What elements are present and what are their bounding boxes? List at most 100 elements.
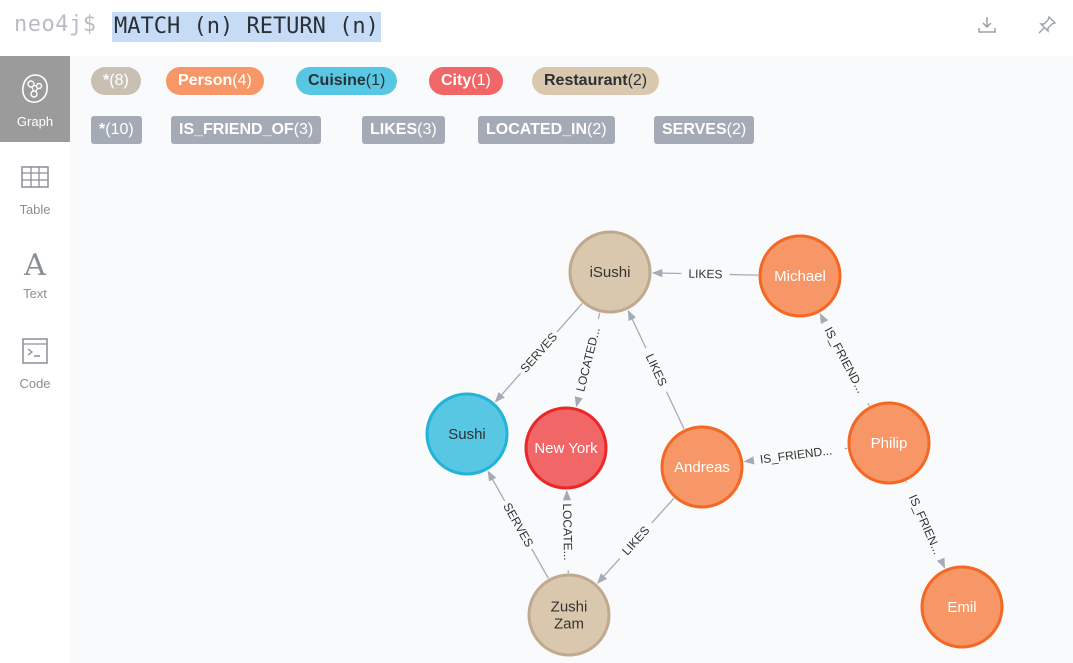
node-circle[interactable]: [524, 406, 608, 490]
view-sidebar: Graph Table A Text Code: [0, 56, 70, 663]
pill-count: (8): [109, 72, 129, 89]
rel-count: (10): [105, 121, 134, 138]
node-label-cuisine[interactable]: Cuisine(1): [296, 67, 398, 95]
edge-line[interactable]: [597, 312, 601, 319]
pill-count: (2): [627, 72, 648, 89]
node-circle[interactable]: [758, 234, 842, 318]
graph-node-emil[interactable]: Emil: [920, 565, 1004, 649]
graph-edge[interactable]: LIKES: [651, 267, 759, 282]
edge-line[interactable]: [556, 303, 583, 333]
edge-label: IS_FRIEND...: [821, 325, 868, 396]
rel-name: LOCATED_IN: [486, 121, 588, 138]
edge-label: LIKES: [688, 267, 722, 282]
graph-edge[interactable]: LOCATED...: [573, 312, 603, 408]
graph-edge[interactable]: LIKES: [597, 497, 675, 584]
edge-arrow[interactable]: [627, 309, 647, 349]
sidebar-item-label: Table: [19, 202, 51, 217]
query-text[interactable]: MATCH (n) RETURN (n): [112, 12, 381, 42]
edge-line[interactable]: [867, 403, 870, 407]
node-circle[interactable]: [527, 573, 611, 657]
pill-name: City: [441, 72, 472, 89]
sidebar-item-code[interactable]: Code: [0, 328, 70, 414]
edge-arrow[interactable]: [651, 268, 682, 278]
pin-icon[interactable]: [1036, 14, 1058, 36]
edge-line[interactable]: [905, 481, 908, 484]
sidebar-item-label: Code: [19, 376, 51, 391]
rel-type-is-friend-of[interactable]: IS_FRIEND_OF(3): [171, 116, 322, 144]
edge-line[interactable]: [729, 273, 759, 276]
rel-name: IS_FRIEND_OF: [179, 121, 294, 138]
rel-type-likes[interactable]: LIKES(3): [362, 116, 445, 144]
graph-edge[interactable]: LIKES: [627, 309, 685, 430]
node-caption: New York: [534, 440, 598, 457]
graph-node-newyork[interactable]: New York: [524, 406, 608, 490]
node-circle[interactable]: [847, 401, 931, 485]
node-caption: Philip: [871, 435, 908, 452]
node-label-restaurant[interactable]: Restaurant(2): [532, 67, 660, 95]
edge-label: LIKES: [619, 523, 652, 558]
rel-type-all[interactable]: *(10): [91, 116, 142, 144]
rel-count: (3): [293, 121, 314, 138]
rel-count: (2): [726, 121, 747, 138]
sidebar-item-label: Graph: [16, 114, 54, 129]
graph-edge[interactable]: LOCATE...: [560, 489, 575, 574]
text-icon: A: [23, 248, 46, 280]
edge-arrow[interactable]: [494, 372, 522, 403]
edge-label: IS_FRIEND...: [759, 443, 833, 466]
graph-edge[interactable]: SERVES: [487, 470, 549, 579]
node-circle[interactable]: [568, 230, 652, 314]
node-label-person[interactable]: Person(4): [166, 67, 264, 95]
download-icon[interactable]: [976, 14, 998, 36]
edge-arrow[interactable]: [936, 557, 946, 569]
edge-arrow[interactable]: [819, 313, 829, 325]
sidebar-item-text[interactable]: A Text: [0, 240, 70, 326]
rel-type-located-in[interactable]: LOCATED_IN(2): [478, 116, 615, 144]
edge-line[interactable]: [651, 497, 675, 524]
editor-bar: neo4j$ MATCH (n) RETURN (n): [0, 0, 1073, 56]
pill-count: (1): [471, 72, 491, 89]
edge-label: LOCATED...: [573, 326, 603, 393]
pill-name: Restaurant: [544, 72, 628, 89]
pill-name: Person: [178, 72, 233, 89]
node-label-city[interactable]: City(1): [429, 67, 503, 95]
edge-label: SERVES: [518, 330, 561, 376]
graph-edge[interactable]: SERVES: [494, 303, 583, 403]
rel-type-serves[interactable]: SERVES(2): [654, 116, 755, 144]
edge-line[interactable]: [531, 548, 549, 579]
node-circle[interactable]: [920, 565, 1004, 649]
node-circle[interactable]: [660, 425, 744, 509]
node-circle[interactable]: [425, 392, 509, 476]
graph-edge[interactable]: IS_FRIEND...: [743, 443, 848, 467]
edge-arrow[interactable]: [597, 558, 621, 584]
node-caption: Sushi: [448, 426, 486, 443]
rel-name: LIKES: [370, 121, 418, 138]
pill-count: (1): [365, 72, 386, 89]
graph-node-sushi[interactable]: Sushi: [425, 392, 509, 476]
pill-name: *: [103, 72, 110, 89]
graph-edge[interactable]: IS_FRIEND...: [819, 313, 870, 407]
edge-label: IS_FRIEN...: [906, 492, 945, 556]
node-label-all[interactable]: *(8): [91, 67, 141, 95]
sidebar-item-table[interactable]: Table: [0, 152, 70, 238]
rel-name: *: [99, 121, 106, 138]
graph-node-isushi[interactable]: iSushi: [568, 230, 652, 314]
pill-count: (4): [232, 72, 252, 89]
graph-node-philip[interactable]: Philip: [847, 401, 931, 485]
edge-line[interactable]: [665, 391, 685, 430]
node-caption: Zushi: [551, 599, 588, 616]
graph-node-michael[interactable]: Michael: [758, 234, 842, 318]
node-caption: Michael: [774, 268, 826, 285]
edge-arrow[interactable]: [487, 470, 506, 502]
edge-arrow[interactable]: [574, 396, 583, 408]
node-caption: Zam: [554, 616, 584, 633]
svg-text:A: A: [23, 248, 46, 280]
sidebar-item-label: Text: [23, 286, 47, 301]
sidebar-item-graph[interactable]: Graph: [0, 56, 70, 142]
edge-label: LIKES: [643, 352, 670, 389]
node-caption: iSushi: [590, 264, 631, 281]
graph-edge[interactable]: IS_FRIEN...: [905, 481, 946, 569]
graph-node-andreas[interactable]: Andreas: [660, 425, 744, 509]
node-caption: Andreas: [674, 459, 730, 476]
